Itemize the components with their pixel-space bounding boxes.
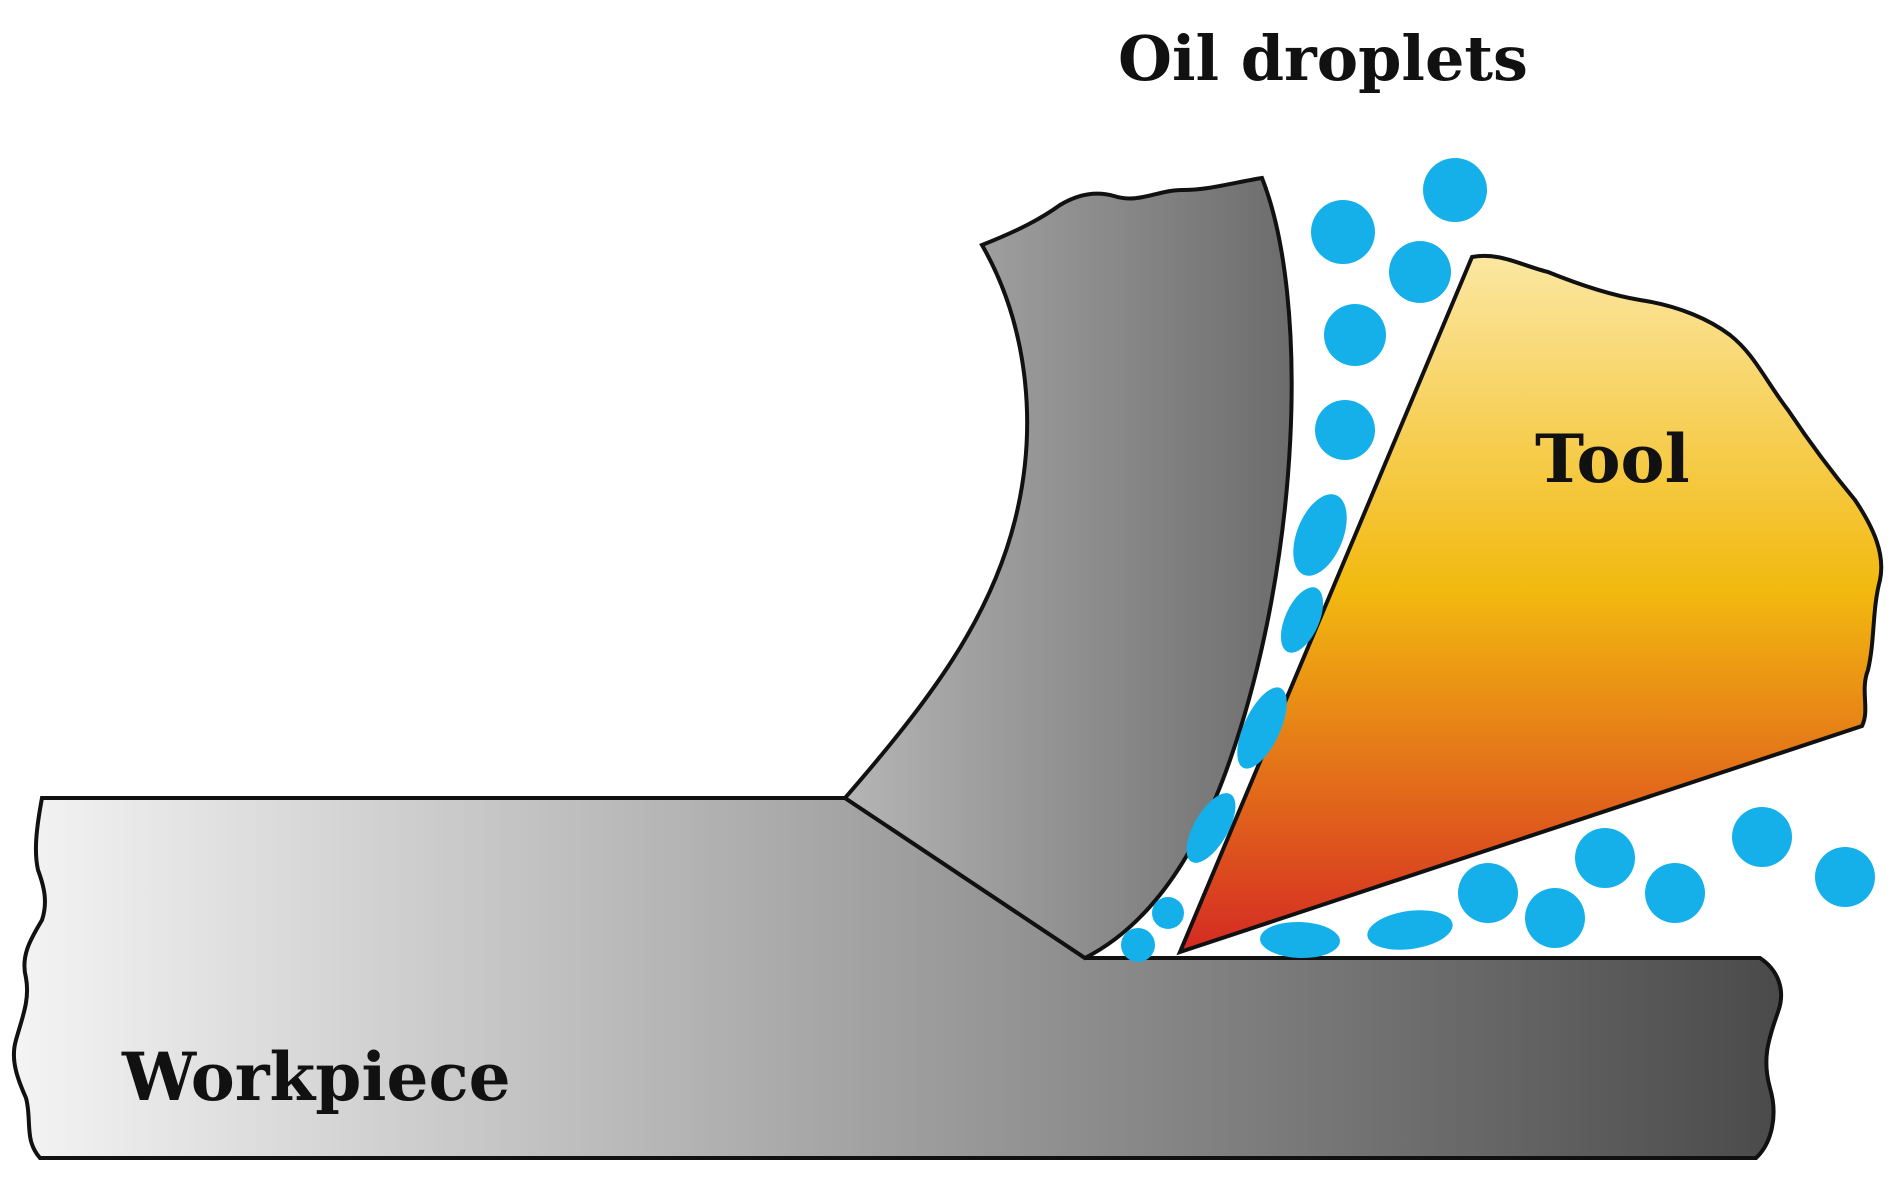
workpiece-body (11, 796, 1784, 1160)
oil-droplet (1121, 928, 1155, 962)
oil-droplet (1324, 304, 1386, 366)
oil-droplet (1732, 807, 1792, 867)
oil-droplet (1237, 687, 1287, 769)
oil-droplet (1152, 897, 1184, 929)
oil-droplet (1293, 494, 1347, 576)
oil-droplet (1315, 400, 1375, 460)
oil-droplet (1458, 863, 1518, 923)
oil-droplet (1311, 200, 1375, 264)
oil-droplets-label: Oil droplets (1118, 22, 1528, 95)
oil-droplet (1186, 793, 1236, 863)
oil-droplet (1389, 241, 1451, 303)
oil-droplet (1280, 587, 1324, 653)
oil-droplet (1367, 910, 1453, 950)
oil-droplet (1423, 158, 1487, 222)
oil-droplet (1815, 847, 1875, 907)
workpiece-label: Workpiece (121, 1038, 511, 1116)
oil-droplet (1260, 921, 1340, 959)
oil-droplet (1645, 863, 1705, 923)
tool-body (1176, 253, 1884, 956)
oil-droplet (1575, 828, 1635, 888)
oil-droplet (1525, 888, 1585, 948)
oil-droplets-group (1121, 158, 1875, 962)
chip-body (842, 175, 1294, 961)
tool-label: Tool (1535, 420, 1690, 498)
